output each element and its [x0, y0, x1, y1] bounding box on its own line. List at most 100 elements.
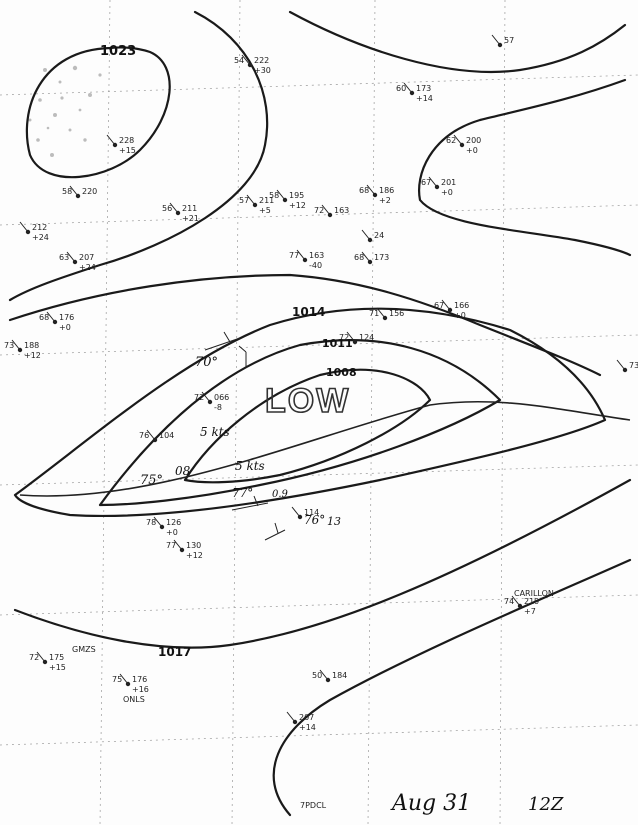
station-wind-barb — [511, 595, 521, 607]
map-date: Aug 31 — [390, 791, 471, 816]
station-wind-barb — [453, 134, 463, 146]
station-temperature: 54 — [234, 56, 244, 65]
station-tendency: +12 — [289, 201, 306, 210]
station-wind-barb — [173, 539, 183, 551]
station-wind-barb — [346, 331, 356, 343]
station-wind-barb — [403, 82, 413, 94]
station-pressure: 104 — [159, 431, 174, 440]
place-onls: ONLS — [123, 695, 145, 704]
station-wind-barb — [491, 34, 501, 46]
station-plot: 211+557 — [239, 194, 274, 215]
station-pressure: 222 — [254, 56, 269, 65]
station-temperature: 68 — [359, 186, 369, 195]
station-pressure: 156 — [389, 309, 404, 318]
station-wind-barb — [69, 185, 79, 197]
station-tendency: +14 — [416, 94, 433, 103]
station-tendency: +21 — [182, 214, 199, 223]
isobar-label-1014: 1014 — [292, 305, 325, 319]
temp-label-09: 0.9 — [272, 489, 289, 500]
wind-barbs — [204, 331, 286, 541]
station-temperature: 68 — [39, 313, 49, 322]
station-tendency: +5 — [259, 206, 271, 215]
station-tendency: +0 — [454, 311, 466, 320]
station-pressure: 186 — [379, 186, 394, 195]
temp-label-70: 70° — [195, 355, 218, 370]
station-plot: 186+268 — [359, 184, 394, 205]
station-tendency: +30 — [254, 66, 271, 75]
place-gmzs: GMZS — [72, 645, 96, 654]
station-pressure: 211 — [259, 196, 274, 205]
station-pressure: 173 — [416, 84, 431, 93]
wind-note-2: 5 kts — [235, 459, 265, 473]
station-temperature: 77 — [289, 251, 299, 260]
station-wind-barb — [366, 184, 376, 196]
station-tendency: +0 — [166, 528, 178, 537]
station-tendency: +15 — [49, 663, 66, 672]
station-wind-barb — [276, 189, 286, 201]
station-wind-barb — [441, 299, 451, 311]
isobar-1008 — [183, 368, 432, 484]
station-temperature: 68 — [354, 253, 364, 262]
station-tendency: +7 — [524, 607, 536, 616]
station-wind-barb — [119, 673, 129, 685]
map-time: 12Z — [528, 794, 564, 815]
station-wind-barb — [201, 391, 211, 403]
isobar-outer-high — [8, 10, 269, 302]
isobar-1014 — [8, 273, 602, 377]
station-plot: 166+067 — [434, 299, 469, 320]
station-pressure: 176 — [132, 675, 147, 684]
station-temperature: 67 — [421, 178, 431, 187]
isobar-label-1011: 1011 — [322, 337, 353, 350]
station-plot: 212+24 — [19, 221, 49, 242]
station-wind-barb — [11, 339, 21, 351]
station-wind-barb — [286, 711, 296, 723]
station-plot: 24 — [361, 229, 384, 243]
station-wind-barb — [19, 221, 29, 233]
isobar-label-1017: 1017 — [158, 645, 191, 659]
station-wind-barb — [146, 429, 156, 441]
station-temperature: 58 — [269, 191, 279, 200]
isobar-label-1023: 1023 — [100, 44, 136, 59]
station-pressure: 211 — [182, 204, 197, 213]
station-temperature: 72 — [194, 393, 204, 402]
station-pressure: 73 — [629, 361, 638, 370]
isobar-1017-lower — [13, 478, 632, 649]
station-tendency: +16 — [132, 685, 149, 694]
station-pressure: 184 — [332, 671, 347, 680]
station-tendency: +24 — [32, 233, 49, 242]
station-pressure: 175 — [49, 653, 64, 662]
station-temperature: 63 — [59, 253, 69, 262]
station-pressure: 57 — [504, 36, 514, 45]
station-pressure: 163 — [309, 251, 324, 260]
station-tendency: +24 — [79, 263, 96, 272]
station-plots: 222+3054173+146057228+1522058212+24207+2… — [4, 34, 638, 732]
isobar-1011 — [98, 339, 502, 507]
high-shading — [28, 65, 102, 157]
station-wind-barb — [616, 359, 626, 371]
station-plot: 57 — [491, 34, 514, 48]
station-temperature: 71 — [369, 309, 379, 318]
station-temperature: 74 — [504, 597, 514, 606]
station-plot: 228+15 — [106, 134, 136, 155]
station-plot: 201+067 — [421, 176, 456, 197]
station-plot: 066-872 — [194, 391, 229, 412]
station-pressure: 220 — [82, 187, 97, 196]
station-tendency: +0 — [59, 323, 71, 332]
station-plot: 126+078 — [146, 516, 181, 537]
station-wind-barb — [319, 669, 329, 681]
station-pressure: 200 — [466, 136, 481, 145]
station-wind-barb — [428, 176, 438, 188]
station-tendency: +15 — [119, 146, 136, 155]
station-pressure: 124 — [359, 333, 374, 342]
station-pressure: 066 — [214, 393, 229, 402]
station-tendency: +12 — [24, 351, 41, 360]
